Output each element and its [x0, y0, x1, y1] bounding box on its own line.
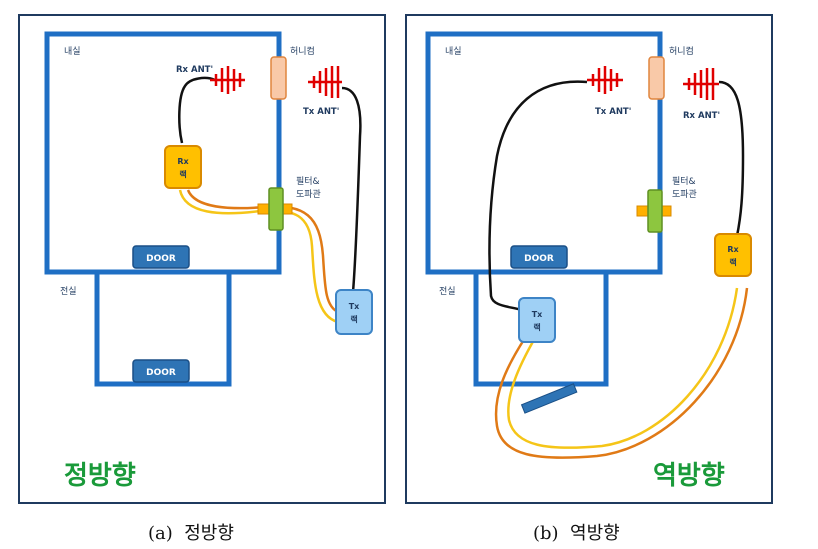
- yellow-cable: [507, 287, 739, 449]
- honeycomb-label: 허니컴: [669, 45, 694, 57]
- tx-antenna-cable: [488, 80, 588, 312]
- filter-block: [268, 187, 284, 231]
- door-top: [510, 245, 568, 269]
- outer-room-wall: [473, 269, 609, 387]
- tx-rack-label-line2: 랙: [533, 322, 540, 332]
- reverse-diagram: DOOR 내실 전실 허니컴 Tx ANT' Rx ANT' 필터& 도파관 R…: [425, 31, 752, 491]
- rx-antenna-cable: [178, 76, 216, 144]
- tx-antenna-icon: [308, 66, 342, 98]
- caption-reverse: (b) 역방향: [533, 519, 620, 545]
- yellow-cable: [178, 189, 339, 324]
- filter-label-line2: 도파관: [296, 189, 321, 200]
- rx-antenna-cable: [718, 80, 745, 237]
- rx-antenna-label: Rx ANT': [176, 65, 213, 75]
- panel-reverse: DOOR 내실 전실 허니컴 Tx ANT' Rx ANT' 필터& 도파관 R…: [405, 14, 773, 504]
- caption-label: (b): [533, 523, 559, 544]
- inner-room-label: 내실: [64, 46, 81, 57]
- honeycomb-panel: [270, 56, 287, 100]
- filter-label-line1: 필터&: [296, 175, 320, 187]
- door-top-label: DOOR: [146, 254, 176, 264]
- inner-room-label: 내실: [445, 46, 462, 57]
- forward-diagram: DOOR DOOR 내실 전실 허니컴 Rx ANT' Tx ANT' 필터& …: [44, 31, 373, 491]
- rx-rack-label-line1: Rx: [177, 157, 189, 166]
- door-bottom: [132, 359, 190, 383]
- caption-forward: (a) 정방향: [148, 519, 234, 545]
- rx-rack-label-line2: 랙: [729, 257, 736, 267]
- caption-text: 역방향: [570, 523, 620, 544]
- filter-label-line2: 도파관: [672, 189, 697, 200]
- outer-room-label: 전실: [60, 286, 77, 297]
- tx-rack-label-line2: 랙: [350, 314, 357, 324]
- rx-rack-label-line2: 랙: [179, 169, 186, 179]
- open-door: [520, 383, 578, 414]
- tx-rack-label-line1: Tx: [349, 302, 360, 311]
- rx-rack-label-line1: Rx: [727, 245, 739, 254]
- door-top-label: DOOR: [524, 254, 554, 264]
- tx-antenna-label: Tx ANT': [303, 107, 339, 117]
- tx-antenna-icon: [587, 66, 623, 94]
- honeycomb-label: 허니컴: [290, 45, 315, 57]
- caption-text: 정방향: [184, 523, 234, 544]
- tx-rack-label-line1: Tx: [532, 310, 543, 319]
- direction-title: 역방향: [653, 461, 725, 491]
- door-bottom-label: DOOR: [146, 368, 176, 378]
- outer-room-wall: [94, 269, 232, 387]
- honeycomb-panel: [648, 56, 665, 100]
- tx-rack: [335, 289, 373, 335]
- tx-antenna-label: Tx ANT': [595, 107, 631, 117]
- filter-block: [647, 189, 663, 233]
- rx-antenna-label: Rx ANT': [683, 111, 720, 121]
- rx-antenna-icon: [210, 66, 245, 94]
- rx-rack: [714, 233, 752, 277]
- inner-room-wall: [44, 31, 282, 275]
- tx-rack: [518, 297, 556, 343]
- filter-label-line1: 필터&: [672, 175, 696, 187]
- tx-antenna-cable: [341, 86, 362, 293]
- direction-title: 정방향: [64, 461, 136, 491]
- inner-room-wall: [425, 31, 663, 275]
- door-top: [132, 245, 190, 269]
- panel-forward: DOOR DOOR 내실 전실 허니컴 Rx ANT' Tx ANT' 필터& …: [18, 14, 386, 504]
- caption-label: (a): [148, 523, 173, 544]
- orange-cable: [186, 189, 339, 314]
- rx-rack: [164, 145, 202, 189]
- rx-antenna-icon: [683, 68, 719, 100]
- orange-cable: [494, 287, 749, 459]
- outer-room-label: 전실: [439, 286, 456, 297]
